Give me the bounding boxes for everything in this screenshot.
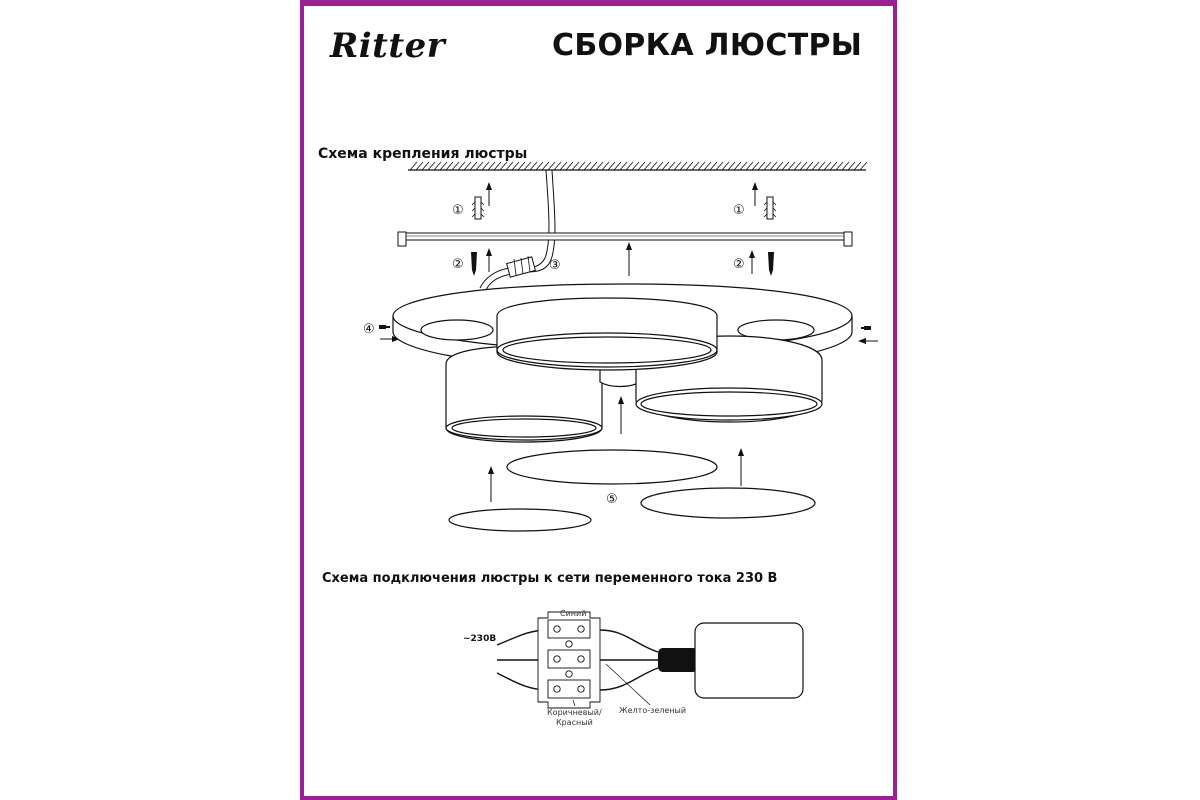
- screw-right: [768, 252, 774, 276]
- voltage-label: ~230В: [463, 634, 496, 644]
- dowel-right: [763, 196, 777, 220]
- page-title: СБОРКА ЛЮСТРЫ: [552, 28, 863, 63]
- step-1-left: ①: [452, 203, 464, 218]
- brown-wire-label: Коричневый/: [547, 708, 602, 717]
- wiring-labels: ~230В Синий Коричневый/ Красный Желто-зе…: [463, 609, 686, 727]
- step-3: ③: [549, 258, 561, 273]
- step-2-left: ②: [452, 257, 464, 272]
- diffuser-top: [506, 449, 718, 485]
- dowel-left: [471, 196, 485, 220]
- lamp-shade-left: [445, 345, 603, 443]
- blue-wire-label: Синий: [560, 609, 586, 618]
- diffuser-left: [448, 508, 592, 532]
- mounting-bar: [397, 231, 853, 247]
- step-labels: ① ① ② ③ ② ④ ⑤: [363, 203, 745, 507]
- wire-terminal-block: [506, 255, 536, 278]
- step-5: ⑤: [606, 492, 618, 507]
- side-screw-right: [861, 326, 871, 330]
- side-screw-left: [379, 325, 390, 329]
- brand-logo: Ritter: [330, 26, 446, 66]
- direction-arrows: [380, 182, 878, 502]
- step-2-right: ②: [733, 257, 745, 272]
- diffuser-right: [640, 487, 816, 519]
- screw-left: [471, 252, 477, 276]
- yellow-green-wire-label: Желто-зеленый: [619, 706, 686, 715]
- ceiling: [408, 161, 868, 171]
- wiring-diagram: [496, 611, 804, 709]
- lamp-shade-centre: [496, 297, 718, 371]
- mounting-heading: Схема крепления люстры: [318, 146, 528, 162]
- wiring-heading: Схема подключения люстры к сети переменн…: [322, 571, 778, 586]
- red-wire-label: Красный: [556, 718, 593, 727]
- step-1-right: ①: [733, 203, 745, 218]
- step-4: ④: [363, 322, 375, 337]
